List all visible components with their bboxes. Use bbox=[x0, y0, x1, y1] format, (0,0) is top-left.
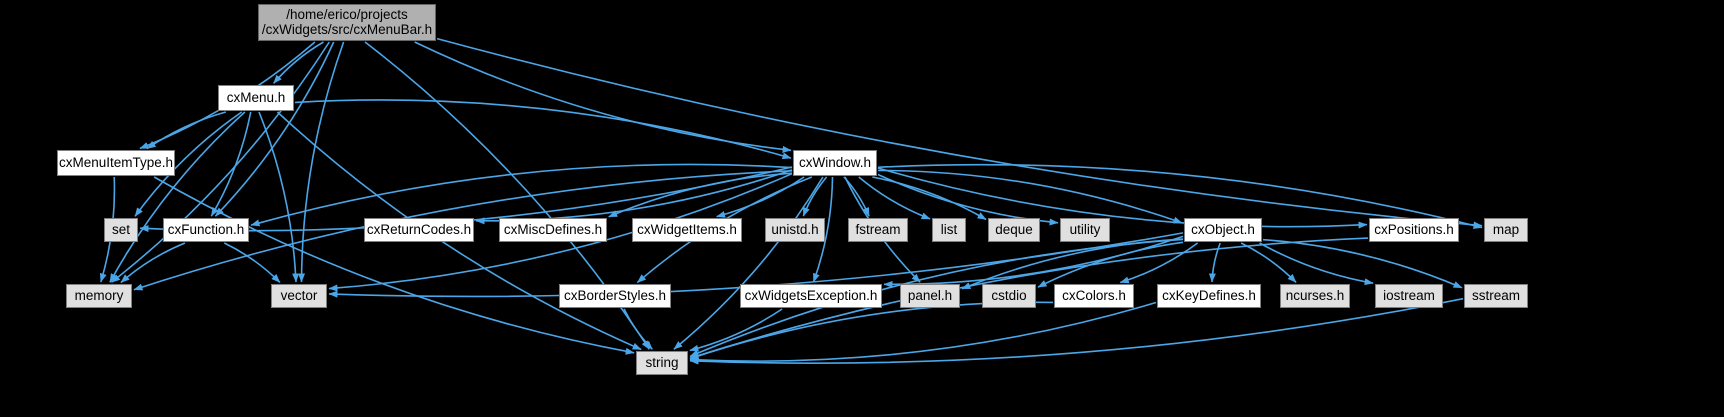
graph-edge-cxMenu-to-vector bbox=[258, 111, 300, 283]
graph-node-cstdio[interactable]: cstdio bbox=[982, 284, 1036, 308]
graph-edge-cxMenu-to-cxMenuItemType bbox=[146, 111, 227, 150]
graph-edge-cxMenu-to-set bbox=[134, 111, 243, 217]
graph-node-memory[interactable]: memory bbox=[66, 284, 132, 308]
graph-edge-root-to-cxWindow bbox=[414, 41, 792, 153]
graph-node-cxMenuItemType[interactable]: cxMenuItemType.h bbox=[57, 150, 175, 176]
graph-edge-cxWindow-to-cxWidgetItems bbox=[716, 176, 805, 218]
graph-edge-root-to-map bbox=[436, 37, 1483, 229]
graph-node-cxWindow[interactable]: cxWindow.h bbox=[793, 150, 877, 176]
graph-edge-root-to-cxFunction bbox=[214, 41, 335, 217]
graph-edge-cxWindow-to-memory bbox=[133, 170, 793, 291]
graph-edge-cxMenu-to-memory bbox=[109, 111, 246, 283]
graph-node-map[interactable]: map bbox=[1484, 218, 1528, 242]
graph-node-fstream[interactable]: fstream bbox=[848, 218, 908, 242]
graph-node-cxMiscDefines[interactable]: cxMiscDefines.h bbox=[499, 218, 607, 242]
graph-node-cxObject[interactable]: cxObject.h bbox=[1184, 218, 1262, 242]
graph-node-list[interactable]: list bbox=[932, 218, 966, 242]
graph-edge-cxWindow-to-map bbox=[877, 163, 1483, 229]
graph-edge-cxWindow-to-cxPositions bbox=[877, 167, 1368, 229]
graph-edge-cxWindow-to-cxMiscDefines bbox=[608, 172, 793, 218]
graph-edge-cxFunction-to-memory bbox=[120, 242, 186, 284]
graph-edge-cxWindow-to-utility bbox=[877, 173, 1059, 226]
graph-edge-cxObject-to-ncurses bbox=[1240, 242, 1297, 283]
graph-node-ncurses[interactable]: ncurses.h bbox=[1280, 284, 1350, 308]
graph-edge-cxMenu-to-string bbox=[276, 111, 642, 351]
graph-edge-cxMenuItemType-to-string bbox=[153, 176, 635, 355]
graph-node-unistd[interactable]: unistd.h bbox=[765, 218, 825, 242]
graph-edge-cxObject-to-cstdio bbox=[1037, 241, 1184, 288]
graph-edge-cxMenu-to-cxFunction bbox=[210, 111, 252, 217]
graph-edge-cxObject-to-iostream bbox=[1259, 242, 1374, 286]
graph-edge-cxWidgetsException-to-string bbox=[689, 308, 783, 352]
graph-node-cxPositions[interactable]: cxPositions.h bbox=[1369, 218, 1459, 242]
graph-node-panel[interactable]: panel.h bbox=[900, 284, 960, 308]
graph-edge-root-to-memory bbox=[111, 41, 330, 283]
graph-node-vector[interactable]: vector bbox=[271, 284, 327, 308]
graph-node-cxMenu[interactable]: cxMenu.h bbox=[218, 85, 294, 111]
graph-edge-cxWindow-to-vector bbox=[328, 172, 793, 292]
graph-edge-cxWindow-to-cxWidgetsException bbox=[812, 176, 834, 283]
graph-edge-cxWindow-to-cxFunction bbox=[250, 163, 793, 227]
graph-edge-cxWindow-to-string bbox=[673, 176, 824, 350]
graph-node-root[interactable]: /home/erico/projects /cxWidgets/src/cxMe… bbox=[258, 4, 436, 41]
graph-edge-cxKeyDefines-to-string bbox=[689, 301, 1157, 364]
graph-node-deque[interactable]: deque bbox=[988, 218, 1040, 242]
graph-node-cxBorderStyles[interactable]: cxBorderStyles.h bbox=[559, 284, 671, 308]
graph-edge-cxMenu-to-cxWindow bbox=[294, 99, 792, 160]
graph-node-cxFunction[interactable]: cxFunction.h bbox=[163, 218, 249, 242]
graph-edge-cxObject-to-cxColors bbox=[1119, 242, 1199, 284]
graph-edge-cxWindow-to-deque bbox=[872, 176, 987, 221]
graph-node-cxReturnCodes[interactable]: cxReturnCodes.h bbox=[364, 218, 474, 242]
graph-node-cxWidgetItems[interactable]: cxWidgetItems.h bbox=[632, 218, 742, 242]
graph-edge-cxObject-to-cxKeyDefines bbox=[1208, 242, 1221, 283]
graph-node-string[interactable]: string bbox=[636, 351, 688, 375]
graph-node-cxWidgetsException[interactable]: cxWidgetsException.h bbox=[740, 284, 882, 308]
graph-edge-cxWindow-to-list bbox=[858, 176, 931, 220]
graph-edge-cxWindow-to-unistd bbox=[802, 176, 828, 217]
graph-edge-root-to-vector bbox=[298, 41, 345, 283]
graph-edge-cxObject-to-string bbox=[689, 238, 1184, 358]
graph-node-cxKeyDefines[interactable]: cxKeyDefines.h bbox=[1157, 284, 1261, 308]
graph-edge-root-to-cxMenu bbox=[272, 41, 324, 84]
graph-edge-cxPositions-to-string bbox=[689, 237, 1369, 359]
graph-edge-cxWindow-to-cxObject bbox=[877, 169, 1183, 224]
graph-node-iostream[interactable]: iostream bbox=[1375, 284, 1443, 308]
graph-node-utility[interactable]: utility bbox=[1060, 218, 1110, 242]
graph-node-set[interactable]: set bbox=[104, 218, 138, 242]
graph-edge-sstream-to-string bbox=[689, 297, 1464, 365]
graph-node-sstream[interactable]: sstream bbox=[1464, 284, 1528, 308]
graph-edge-cxFunction-to-vector bbox=[223, 242, 281, 283]
graph-edge-cxBorderStyles-to-string bbox=[623, 308, 653, 350]
graph-node-cxColors[interactable]: cxColors.h bbox=[1054, 284, 1134, 308]
